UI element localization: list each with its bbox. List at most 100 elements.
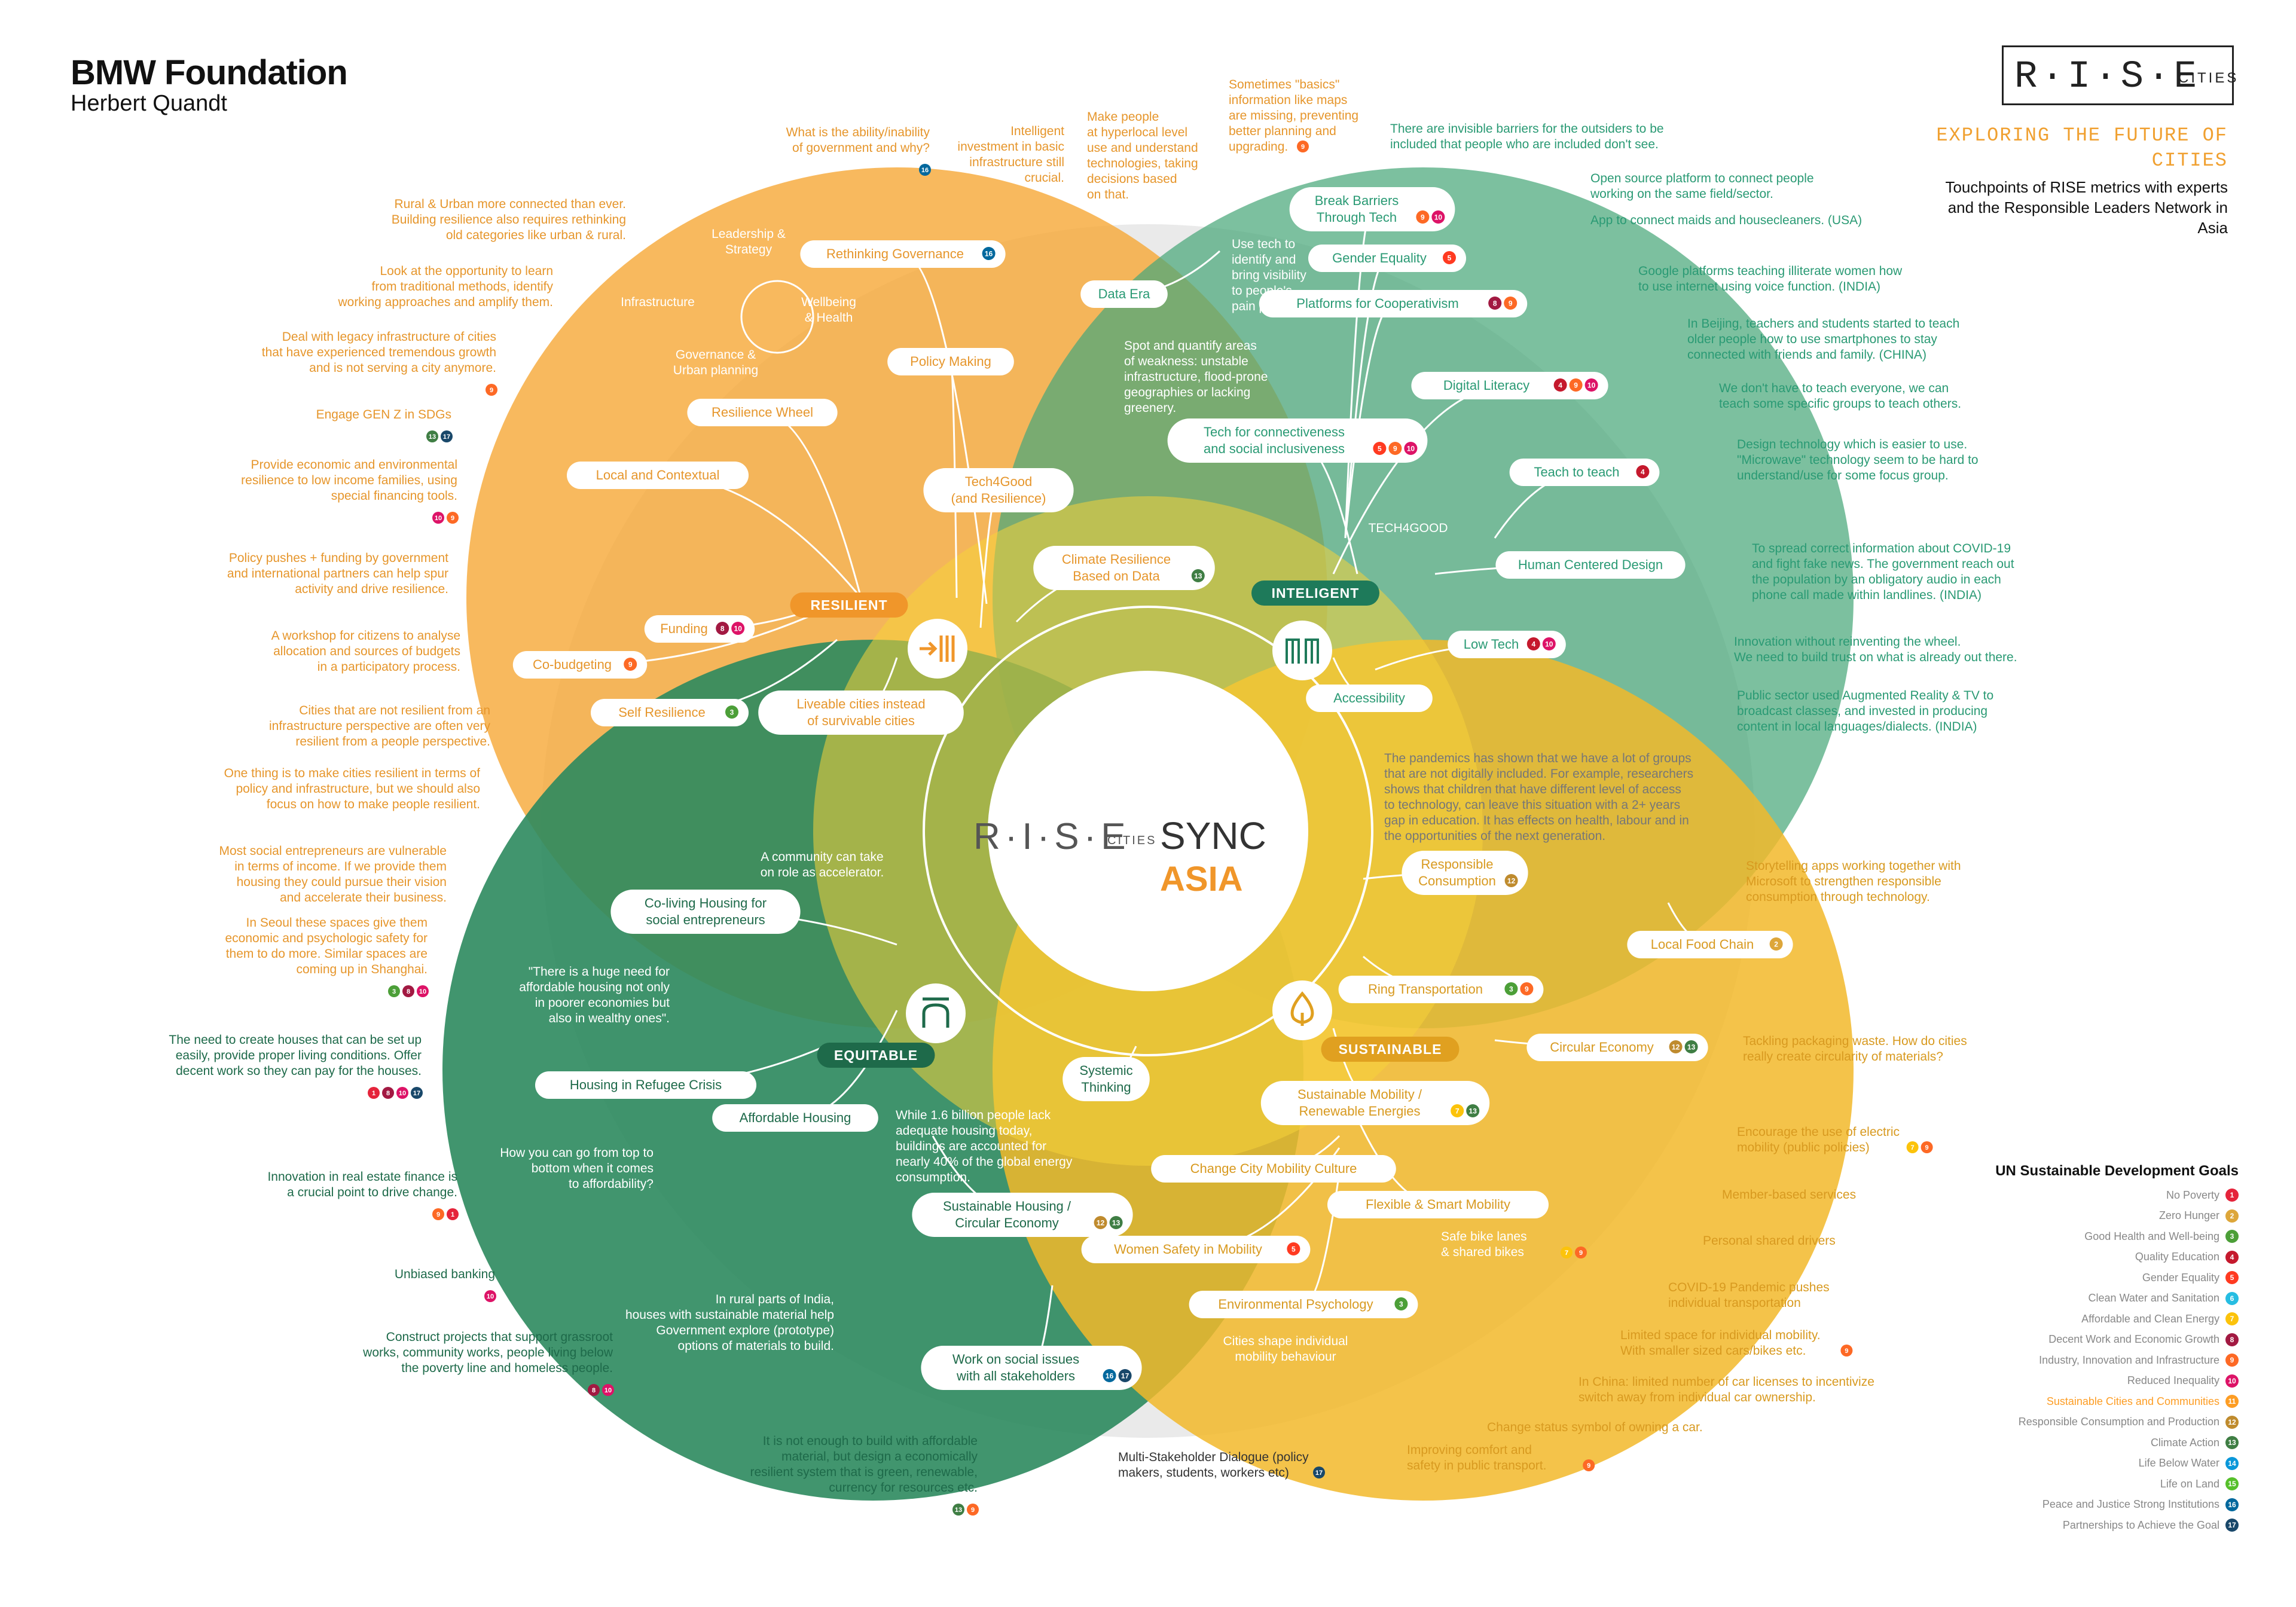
- sdg-badge: [624, 658, 637, 671]
- note-text: content in local languages/dialects. (IN…: [1737, 720, 1977, 734]
- sdg-badge-number: 9: [1509, 300, 1513, 308]
- inner-label: shows that children that have different …: [1384, 783, 1681, 796]
- node-label: Work on social issues: [952, 1352, 1079, 1367]
- inner-label: Leadership &: [712, 227, 786, 241]
- note-text: in a participatory process.: [317, 660, 460, 674]
- note-text: and accelerate their business.: [280, 891, 447, 905]
- note-text: There are invisible barriers for the out…: [1390, 122, 1664, 136]
- inner-label: on role as accelerator.: [761, 866, 884, 879]
- note-text: use and understand: [1087, 141, 1198, 155]
- node-pill: Sustainable Mobility /Renewable Energies…: [1260, 1081, 1490, 1125]
- sdg-badge-number: 4: [1531, 640, 1535, 649]
- sdg-badge-number: 10: [1434, 213, 1443, 222]
- sdg-badge: [1373, 442, 1387, 455]
- sdg-badge-number: 10: [435, 515, 442, 522]
- sdg-badge: [447, 1208, 459, 1220]
- sdg-badge: [396, 1087, 408, 1099]
- note-text: Innovation without reinventing the wheel…: [1734, 635, 1961, 649]
- sdg-badge-number: 4: [1641, 468, 1645, 476]
- note: Multi-Stakeholder Dialogue (policymakers…: [1118, 1450, 1325, 1480]
- node-pill-bg: [1167, 418, 1428, 463]
- sdg-goal-label: Climate Action: [2150, 1436, 2219, 1449]
- note-text: Storytelling apps working together with: [1746, 859, 1961, 873]
- inner-label: How you can go from top to: [500, 1146, 654, 1160]
- note-text: Look at the opportunity to learn: [380, 264, 553, 278]
- note: Public sector used Augmented Reality & T…: [1737, 689, 1993, 734]
- sdg-badge: [1094, 1216, 1107, 1229]
- node-label: Local and Contextual: [596, 468, 720, 482]
- inner-label: Strategy: [725, 243, 773, 256]
- sdg-badge-number: 10: [734, 625, 743, 633]
- sdg-badge: [1287, 1242, 1300, 1255]
- sdg-goal-label: Good Health and Well-being: [2084, 1230, 2219, 1242]
- inner-label: & Health: [805, 311, 853, 325]
- sdg-badge-number: 13: [1687, 1043, 1696, 1052]
- sdg-badge-number: 17: [443, 433, 450, 441]
- note-text: really create circularity of materials?: [1743, 1050, 1943, 1064]
- note-text: A workshop for citizens to analyse: [271, 629, 460, 643]
- sdg-badge: [441, 430, 453, 442]
- node-pill-bg: [887, 348, 1014, 375]
- node-label: Flexible & Smart Mobility: [1366, 1197, 1510, 1212]
- sdg-badge-number: 9: [1301, 143, 1305, 151]
- inner-label: also in wealthy ones".: [549, 1012, 670, 1025]
- inner-label: Governance &: [676, 348, 756, 362]
- inner-label: Urban planning: [673, 363, 758, 377]
- node-pill-bg: [1526, 1034, 1708, 1061]
- note-text: Intelligent: [1010, 124, 1064, 138]
- node-pill: Change City Mobility Culture: [1151, 1155, 1396, 1183]
- center-sync-text: SYNC: [1160, 814, 1266, 857]
- node-label: and social inclusiveness: [1204, 441, 1345, 456]
- inner-ring: [923, 606, 1373, 1056]
- sdg-goal-label: Gender Equality: [2142, 1271, 2219, 1284]
- sdg-badge: [1769, 937, 1783, 951]
- sdg-badge-number: 5: [1292, 1245, 1296, 1254]
- note-text: and international partners can help spur: [227, 567, 448, 581]
- note-text: policy and infrastructure, but we should…: [236, 782, 480, 796]
- node-pill-bg: [1448, 631, 1566, 658]
- sdg-badge-number: 3: [392, 988, 396, 995]
- note: Google platforms teaching illiterate wom…: [1638, 264, 1903, 294]
- node-pill-bg: [644, 615, 755, 643]
- sdg-badge-number: 9: [490, 387, 493, 394]
- sdg-badge: [402, 985, 414, 997]
- node-pill-bg: [1080, 280, 1168, 308]
- node-pill: Human Centered Design: [1495, 551, 1686, 579]
- note-text: What is the ability/inability: [786, 126, 930, 139]
- note: It is not enough to build with affordabl…: [750, 1434, 979, 1516]
- note-text: Change status symbol of owning a car.: [1487, 1420, 1703, 1434]
- node-pill-bg: [610, 890, 801, 934]
- inner-label: Spot and quantify areas: [1124, 339, 1257, 353]
- note-text: phone call made within landlines. (INDIA…: [1752, 588, 1981, 602]
- note-text: better planning and: [1229, 124, 1336, 138]
- sdg-goal-label: Zero Hunger: [2158, 1209, 2219, 1222]
- node-label: Liveable cities instead: [796, 696, 925, 711]
- note-text: individual transportation: [1668, 1296, 1801, 1310]
- node-label: Change City Mobility Culture: [1190, 1161, 1357, 1176]
- note: One thing is to make cities resilient in…: [224, 766, 481, 811]
- sdg-goal-row: Zero Hunger 2: [1928, 1206, 2239, 1227]
- note-text: economic and psychologic safety for: [225, 931, 428, 945]
- sdg-badge: [486, 384, 497, 396]
- node-label: Thinking: [1081, 1080, 1131, 1095]
- note-text: With smaller sized cars/bikes etc.: [1620, 1344, 1806, 1358]
- sdg-goal-dot: 2: [2225, 1209, 2239, 1223]
- note-text: easily, provide proper living conditions…: [176, 1049, 422, 1062]
- node-pill-bg: [535, 1071, 756, 1099]
- note-text: Deal with legacy infrastructure of citie…: [282, 330, 496, 344]
- sdg-badge: [1583, 1459, 1595, 1471]
- sdg-badge-number: 9: [1579, 1249, 1583, 1257]
- sdg-badge: [725, 705, 738, 719]
